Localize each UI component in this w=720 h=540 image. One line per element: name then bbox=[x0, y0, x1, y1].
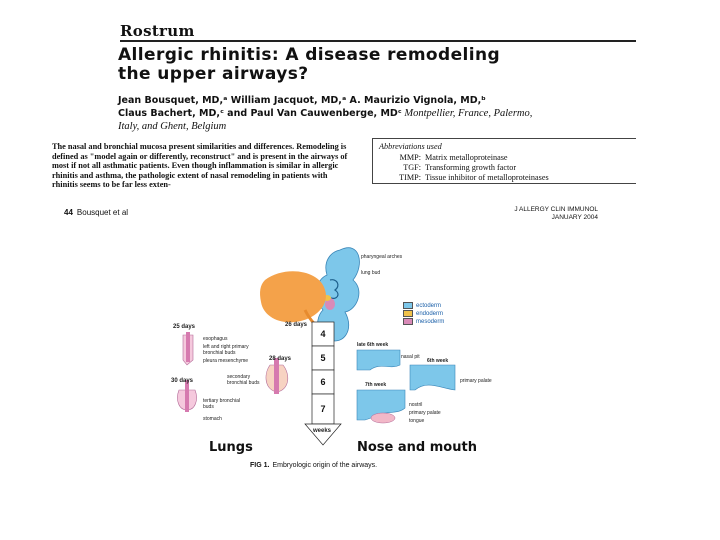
abbreviation-row: TIMP:Tissue inhibitor of metalloproteina… bbox=[399, 173, 549, 182]
legend-item: mesoderm bbox=[403, 318, 444, 325]
week-number: 4 bbox=[320, 329, 326, 339]
locations-a: Montpellier, France, Palermo, bbox=[404, 108, 533, 119]
nasal-panel-6th bbox=[409, 364, 456, 391]
label-pleura: pleura mesenchyme bbox=[203, 358, 249, 364]
label-primary-palate: primary palate bbox=[460, 378, 492, 384]
section-heading: Rostrum bbox=[120, 22, 195, 40]
label-left-right-bronchial: left and right primary bronchial buds bbox=[203, 344, 249, 356]
abstract-text: The nasal and bronchial mucosa present s… bbox=[52, 142, 348, 190]
running-footer-right: J ALLERGY CLIN IMMUNOL JANUARY 2004 bbox=[500, 206, 598, 222]
tongue-shape bbox=[370, 412, 396, 424]
label-25-days: 25 days bbox=[173, 324, 196, 330]
abbreviations-box: Abbreviations used MMP:Matrix metallopro… bbox=[372, 138, 636, 184]
label-28-days: 28 days bbox=[269, 356, 292, 362]
journal-name: J ALLERGY CLIN IMMUNOL bbox=[514, 206, 598, 213]
page-number: 44 bbox=[64, 208, 73, 217]
weeks-arrow bbox=[304, 423, 342, 446]
legend-swatch bbox=[403, 310, 413, 317]
label-26-days: 26 days bbox=[285, 322, 308, 328]
locations-b: Italy, and Ghent, Belgium bbox=[118, 121, 227, 132]
label-primary-palate-2: primary palate bbox=[409, 410, 441, 416]
label-lungs: Lungs bbox=[209, 440, 253, 455]
authors-line-1: Jean Bousquet, MD,ᵃ William Jacquot, MD,… bbox=[118, 95, 486, 106]
week-number: 6 bbox=[320, 377, 326, 387]
label-tongue: tongue bbox=[409, 418, 425, 424]
figure-caption: FIG 1.Embryologic origin of the airways. bbox=[250, 462, 377, 469]
authors-block: Jean Bousquet, MD,ᵃ William Jacquot, MD,… bbox=[118, 94, 638, 133]
trachea-28d-shape bbox=[274, 358, 279, 394]
yolk-sac-shape bbox=[260, 271, 326, 323]
label-late-6th: late 6th week bbox=[357, 342, 389, 348]
label-30-days: 30 days bbox=[171, 378, 194, 384]
trachea-25d-shape bbox=[186, 332, 190, 362]
trachea-30d-shape bbox=[185, 380, 189, 412]
label-lung-bud: lung bud bbox=[361, 270, 381, 276]
label-esophagus: esophagus bbox=[203, 336, 228, 342]
label-secondary-bronchial: secondary bronchial buds bbox=[227, 374, 260, 386]
nasal-panel-late6 bbox=[356, 349, 401, 371]
label-weeks: weeks bbox=[313, 428, 332, 434]
running-head: Bousquet et al bbox=[76, 208, 129, 217]
label-tertiary-bronchial: tertiary bronchial buds bbox=[203, 398, 240, 410]
abbreviations-header: Abbreviations used bbox=[379, 142, 442, 151]
figure-artwork bbox=[177, 247, 456, 446]
label-stomach: stomach bbox=[203, 416, 222, 422]
label-7th-week: 7th week bbox=[365, 382, 387, 388]
title-line-1: Allergic rhinitis: A disease remodeling bbox=[118, 45, 501, 65]
label-nostril: nostril bbox=[409, 402, 423, 408]
embryology-figure: pharyngeal arches lung bud 25 days 26 da… bbox=[165, 240, 505, 472]
journal-date: JANUARY 2004 bbox=[551, 214, 598, 221]
article-title: Allergic rhinitis: A disease remodeling … bbox=[118, 46, 638, 84]
label-nasal-pit: nasal pit bbox=[401, 354, 420, 360]
caption-text: Embryologic origin of the airways. bbox=[272, 462, 378, 469]
week-number: 7 bbox=[320, 404, 326, 414]
label-pharyngeal-arches: pharyngeal arches bbox=[361, 254, 403, 260]
legend-item: ectoderm bbox=[403, 302, 441, 309]
abbreviation-row: TGF:Transforming growth factor bbox=[403, 163, 517, 172]
label-6th-week: 6th week bbox=[427, 358, 449, 364]
week-number: 5 bbox=[320, 353, 326, 363]
heading-rule bbox=[120, 40, 636, 42]
authors-line-2: Claus Bachert, MD,ᶜ and Paul Van Cauwenb… bbox=[118, 108, 402, 119]
pharyngeal-arches-shape bbox=[329, 279, 339, 299]
legend-item: endoderm bbox=[403, 310, 443, 317]
lung-bud-shape bbox=[325, 298, 335, 310]
title-line-2: the upper airways? bbox=[118, 64, 309, 84]
legend-swatch bbox=[403, 318, 413, 325]
label-nose-mouth: Nose and mouth bbox=[357, 440, 477, 455]
legend-swatch bbox=[403, 302, 413, 309]
abbreviation-row: MMP:Matrix metalloproteinase bbox=[399, 153, 508, 162]
caption-label: FIG 1. bbox=[250, 462, 270, 469]
